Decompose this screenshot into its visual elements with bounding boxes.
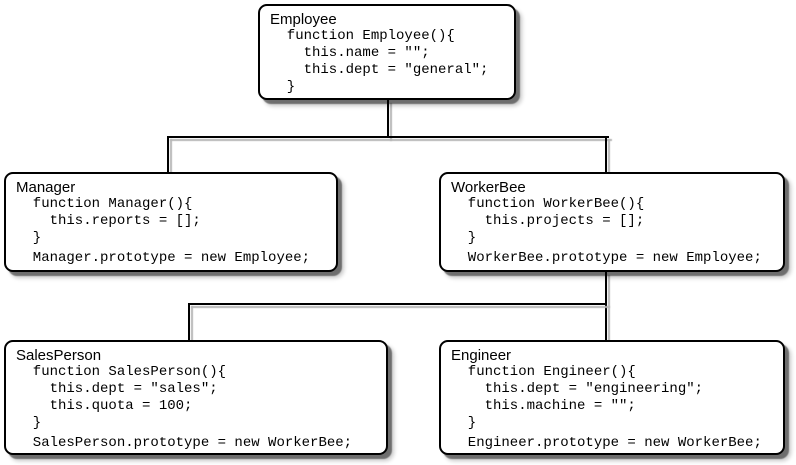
node-engineer-prototype-line: Engineer.prototype = new WorkerBee; — [451, 435, 762, 451]
node-salesperson-title: SalesPerson — [16, 347, 102, 364]
node-engineer-title: Engineer — [451, 347, 512, 364]
node-workerbee: WorkerBee function WorkerBee(){ this.pro… — [439, 172, 785, 272]
node-manager-title: Manager — [16, 179, 76, 196]
node-salesperson-prototype-line: SalesPerson.prototype = new WorkerBee; — [16, 435, 353, 451]
node-engineer-code: function Engineer(){ this.dept = "engine… — [467, 364, 704, 431]
connector-workerbee-children-bar — [188, 303, 607, 305]
node-manager-prototype-line: Manager.prototype = new Employee; — [16, 250, 311, 266]
node-manager-code: function Manager(){ this.reports = []; } — [32, 196, 201, 246]
connector-workerbee-stem — [605, 272, 607, 340]
node-workerbee-prototype-line: WorkerBee.prototype = new Employee; — [451, 250, 762, 266]
connector-employee-children-bar — [167, 136, 609, 138]
connector-drop-salesperson — [188, 303, 190, 340]
node-employee-title: Employee — [270, 11, 337, 28]
node-workerbee-title: WorkerBee — [451, 179, 526, 196]
node-manager: Manager function Manager(){ this.reports… — [4, 172, 338, 272]
connector-drop-manager — [167, 136, 169, 172]
node-workerbee-code: function WorkerBee(){ this.projects = []… — [467, 196, 645, 246]
node-engineer: Engineer function Engineer(){ this.dept … — [439, 340, 785, 455]
node-salesperson-code: function SalesPerson(){ this.dept = "sal… — [32, 364, 227, 431]
node-salesperson: SalesPerson function SalesPerson(){ this… — [4, 340, 388, 455]
node-employee-code: function Employee(){ this.name = ""; thi… — [286, 28, 489, 95]
node-employee: Employee function Employee(){ this.name … — [258, 4, 516, 100]
connector-drop-workerbee — [605, 136, 607, 172]
connector-employee-stem — [387, 100, 389, 138]
